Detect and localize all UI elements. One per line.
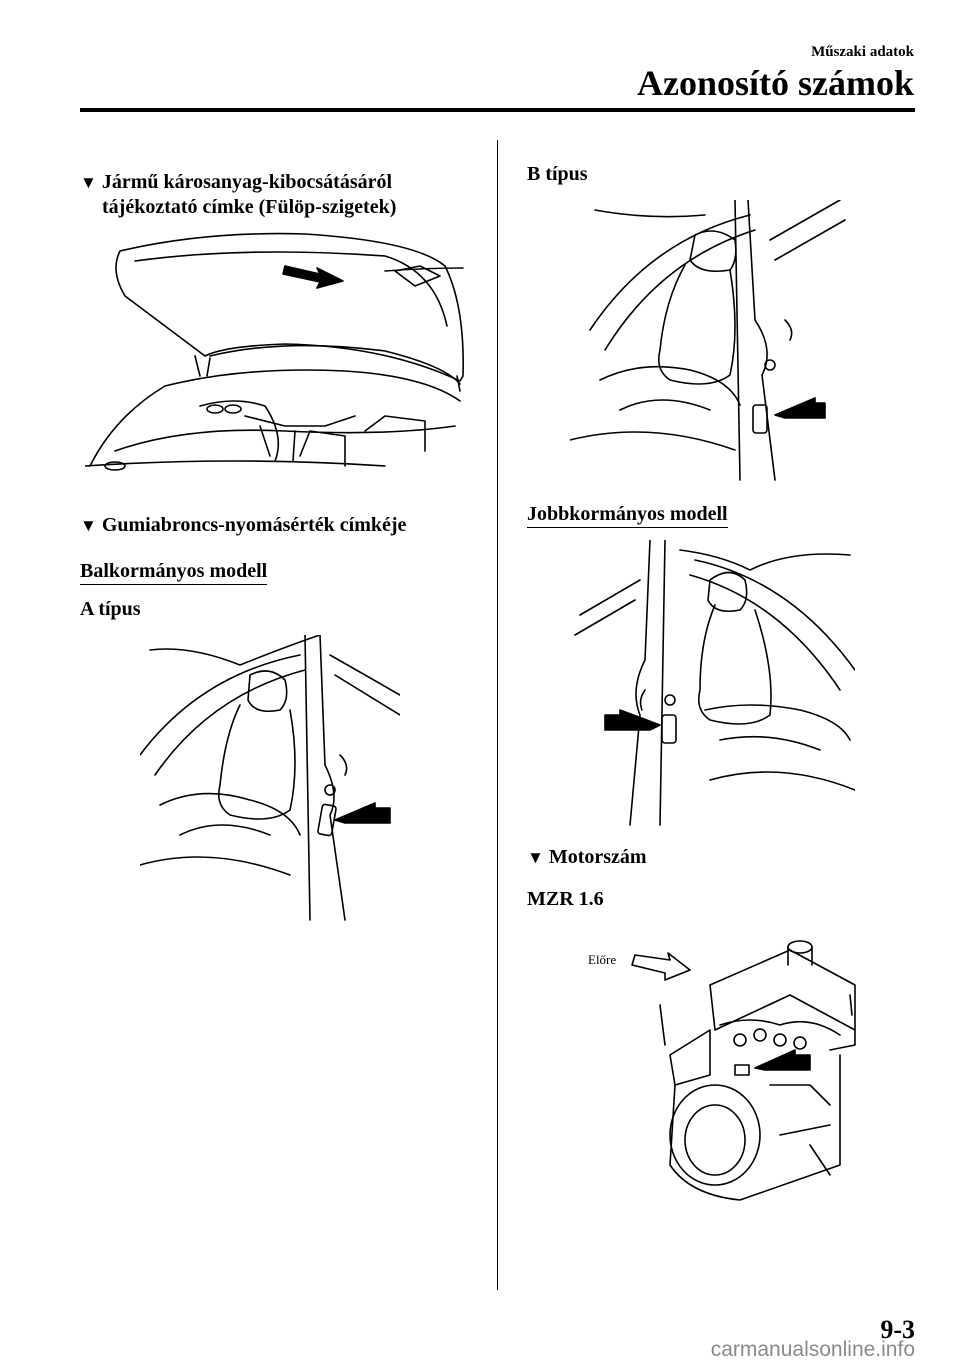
bullet-icon: ▼ [80, 173, 97, 192]
header-rule [80, 108, 915, 112]
bullet-icon: ▼ [527, 848, 544, 867]
hood-illustration [85, 232, 464, 471]
engine-model-label: MZR 1.6 [527, 888, 604, 910]
page-title: Azonosító számok [637, 63, 914, 103]
running-header-section: Műszaki adatok [811, 44, 914, 60]
engine-illustration [631, 940, 856, 1201]
type-a-door-pillar-illustration [140, 635, 400, 921]
rhd-door-pillar-illustration [574, 540, 855, 826]
column-divider [497, 140, 498, 1290]
emission-label-heading: ▼ Jármű károsanyag-kibocsátásáról tájéko… [80, 171, 397, 218]
rhd-model-label: Jobbkormányos modell [527, 503, 728, 528]
tire-pressure-heading: ▼ Gumiabroncs-nyomásérték címkéje [80, 514, 407, 536]
forward-label: Előre [588, 952, 617, 967]
type-a-label: A típus [80, 598, 141, 620]
page-number: 9-3 [880, 1315, 915, 1344]
type-b-door-pillar-illustration [570, 200, 846, 481]
lhd-model-label: Balkormányos modell [80, 560, 268, 585]
bullet-icon: ▼ [80, 516, 97, 535]
engine-number-heading: ▼ Motorszám [527, 846, 647, 868]
type-b-label: B típus [527, 163, 588, 185]
watermark: carmanualsonline.info [710, 1338, 915, 1361]
